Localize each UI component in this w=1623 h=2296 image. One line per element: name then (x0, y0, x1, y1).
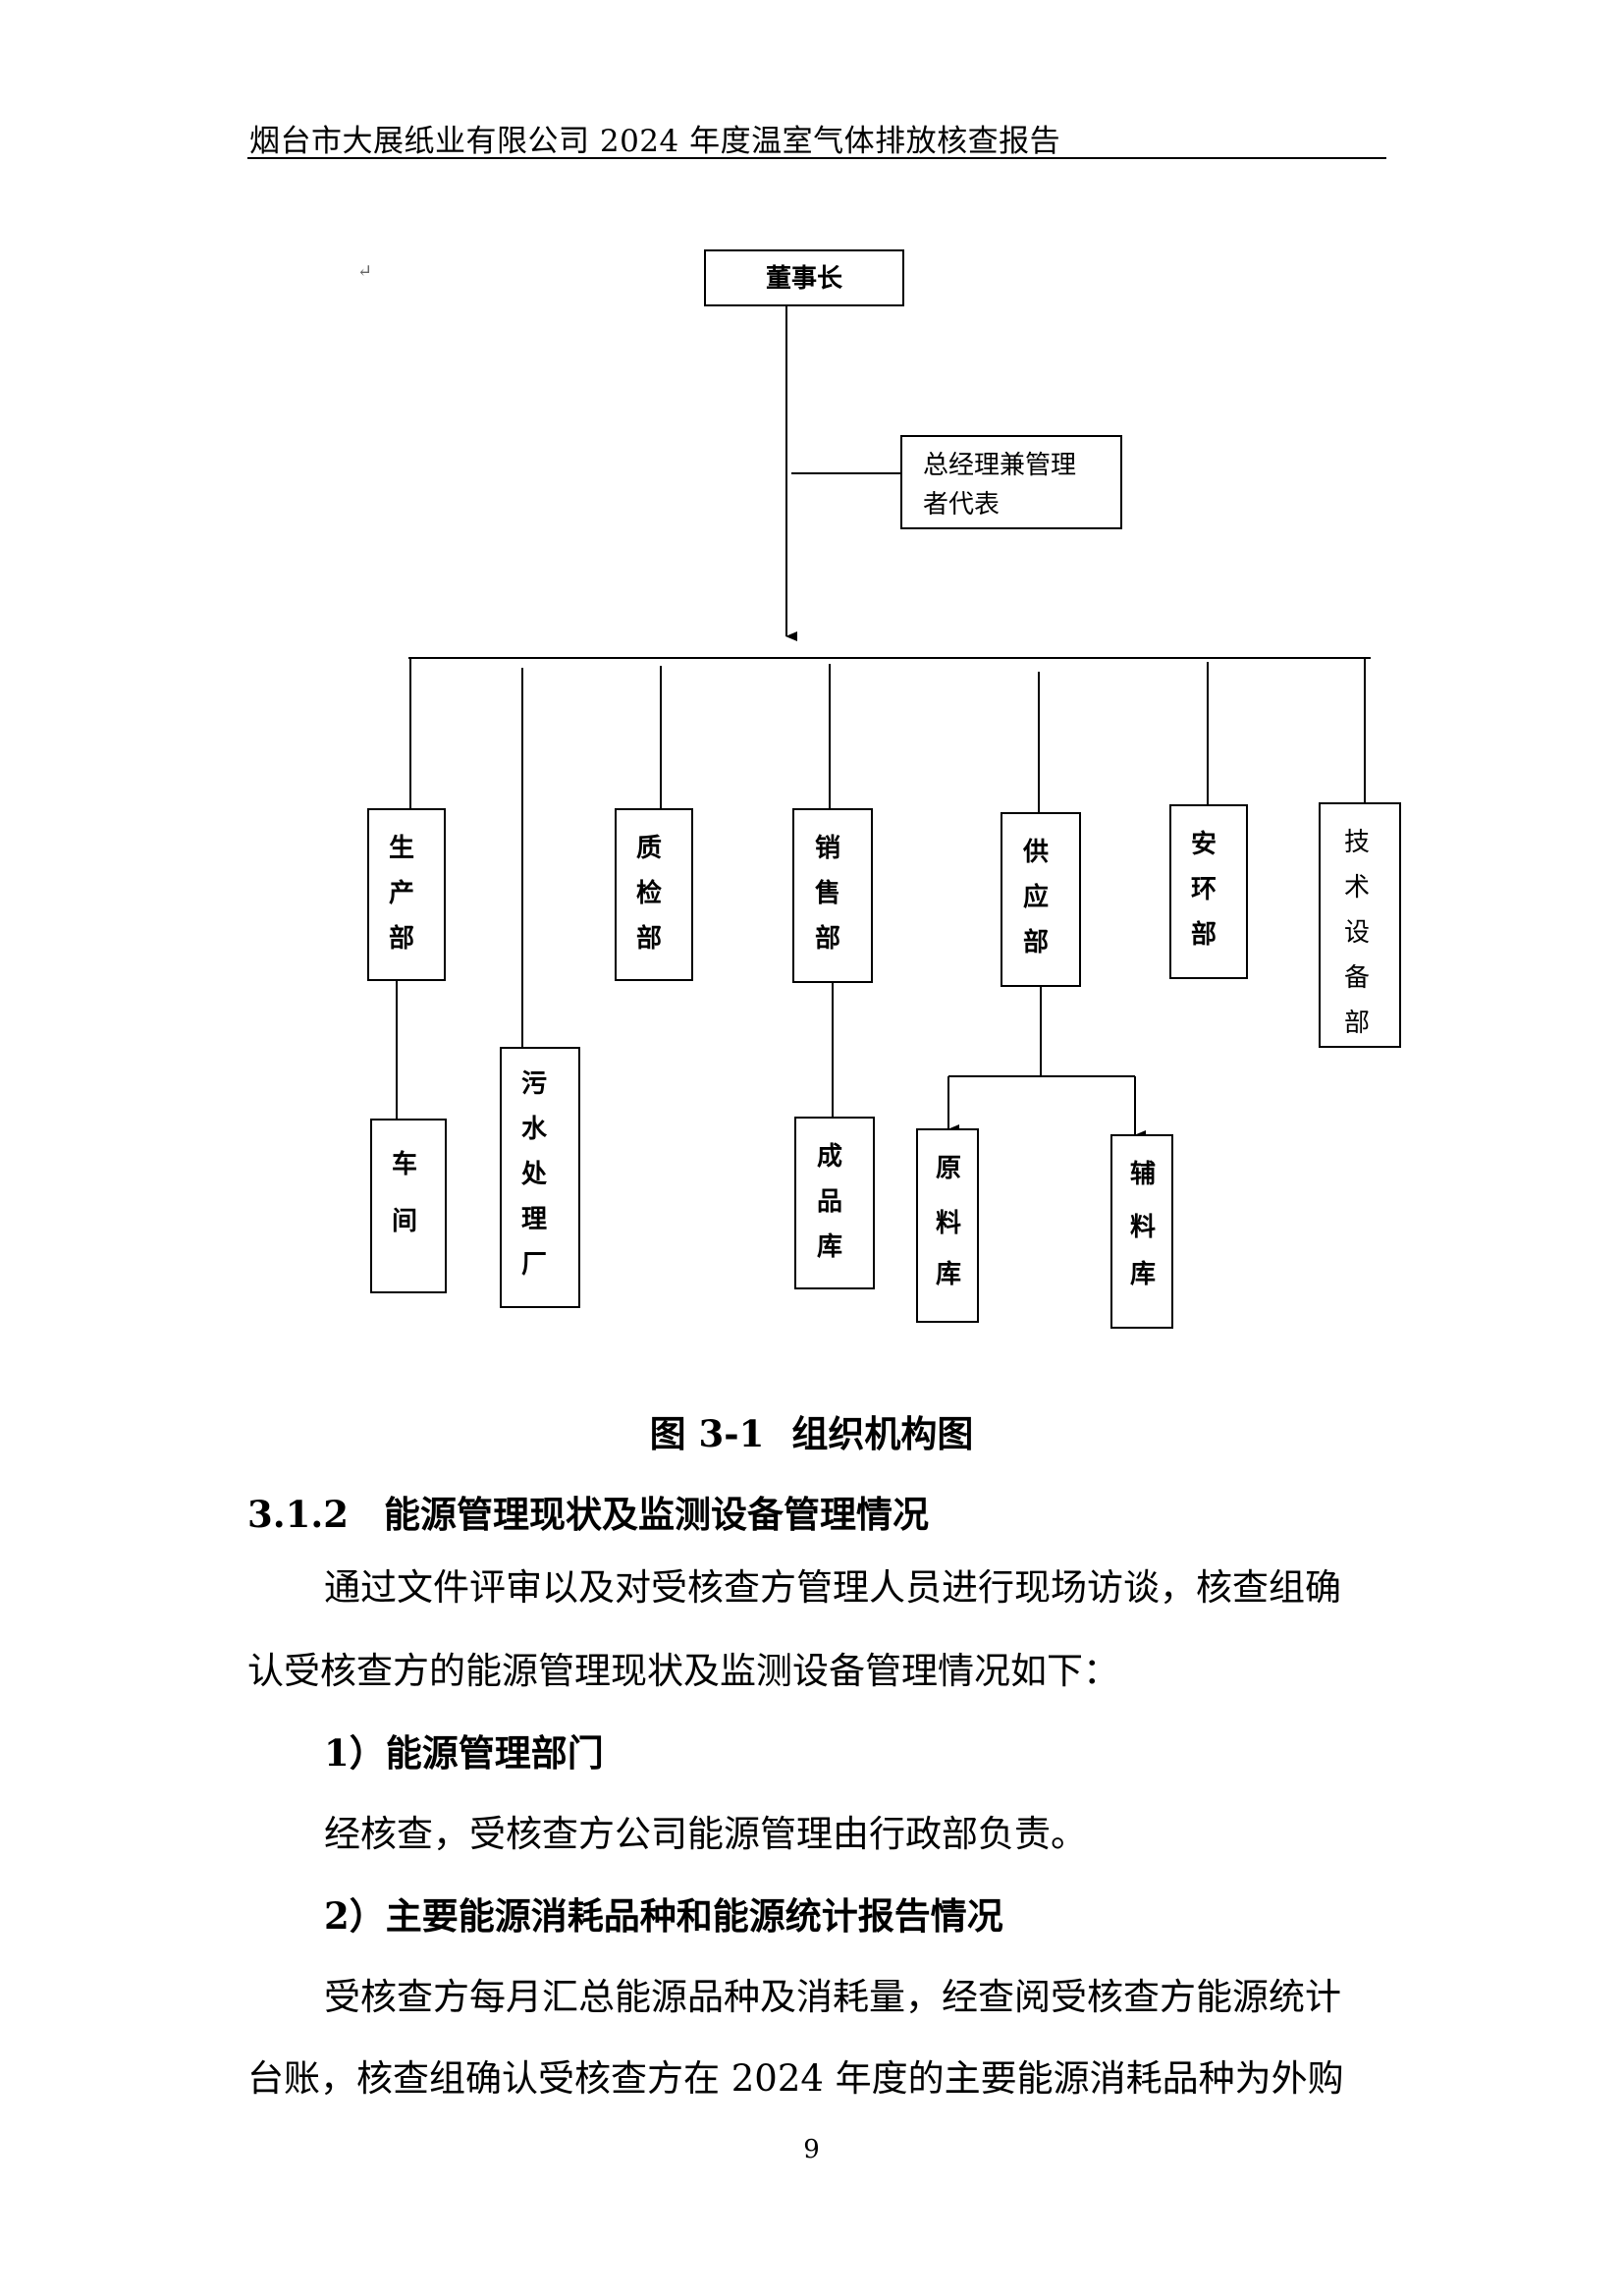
sewage-plant-box (500, 1047, 580, 1308)
finished-goods-box (794, 1117, 875, 1289)
general-manager-label-line1: 总经理兼管理 (923, 451, 1076, 480)
sales-dept-char-3: 部 (815, 924, 840, 954)
item2-heading: 2）主要能源消耗品种和能源统计报告情况 (324, 1894, 1003, 1938)
production-dept-box (367, 808, 446, 981)
raw-material-char-3: 库 (936, 1260, 961, 1289)
production-dept-char-1: 生 (389, 834, 414, 863)
section-heading: 3.1.2 能源管理现状及监测设备管理情况 (247, 1485, 929, 1538)
quality-dept-char-2: 检 (636, 878, 662, 908)
tech-equipment-dept-char-2: 术 (1344, 873, 1370, 902)
finished-goods-char-3: 库 (817, 1232, 842, 1262)
tech-equipment-dept-char-5: 部 (1344, 1009, 1370, 1038)
page-number: 9 (803, 2135, 820, 2164)
production-dept-char-2: 产 (389, 879, 414, 908)
sales-dept-char-2: 售 (815, 878, 840, 908)
auxiliary-material-box (1110, 1134, 1173, 1329)
quality-dept-char-3: 部 (636, 924, 662, 954)
tech-equipment-dept-char-4: 备 (1344, 963, 1370, 993)
section-title: 能源管理现状及监测设备管理情况 (384, 1493, 929, 1536)
general-manager-box (900, 435, 1122, 529)
safety-env-dept-char-2: 环 (1191, 875, 1217, 904)
intro-line-2: 认受核查方的能源管理现状及监测设备管理情况如下： (247, 1650, 1119, 1692)
org-chart: ↵ 董事长 总经理兼管理 者代表 生 产 部 质 检 部 销 售 部 供 应 部… (357, 249, 1401, 1329)
tech-equipment-dept-box (1319, 802, 1401, 1048)
auxiliary-material-char-2: 料 (1130, 1213, 1156, 1242)
safety-env-dept-char-3: 部 (1191, 920, 1217, 950)
raw-material-box (916, 1128, 979, 1323)
finished-goods-char-1: 成 (817, 1142, 842, 1172)
figure-title: 组织机构图 (791, 1412, 974, 1455)
supply-dept-char-2: 应 (1023, 882, 1049, 912)
item2-line-2: 台账，核查组确认受核查方在 2024 年度的主要能源消耗品种为外购 (247, 2057, 1344, 2100)
safety-env-dept-char-1: 安 (1191, 830, 1217, 859)
sewage-plant-char-4: 理 (521, 1205, 547, 1234)
sewage-plant-char-2: 水 (521, 1115, 548, 1144)
running-header: 烟台市大展纸业有限公司 2024 年度温室气体排放核查报告 (249, 124, 1061, 159)
header-rule (247, 157, 1386, 159)
sewage-plant-char-5: 厂 (521, 1250, 547, 1280)
item1-text: 经核查，受核查方公司能源管理由行政部负责。 (324, 1813, 1087, 1855)
chairman-label: 董事长 (766, 264, 843, 294)
item1-heading: 1）能源管理部门 (324, 1731, 604, 1775)
item2-line-1: 受核查方每月汇总能源品种及消耗量，经查阅受核查方能源统计 (324, 1976, 1341, 2018)
auxiliary-material-char-3: 库 (1130, 1260, 1156, 1289)
quality-dept-char-1: 质 (636, 834, 662, 863)
intro-line-1: 通过文件评审以及对受核查方管理人员进行现场访谈，核查组确 (324, 1566, 1341, 1609)
workshop-char-2: 间 (392, 1207, 417, 1236)
sales-dept-box (792, 808, 873, 983)
return-mark: ↵ (357, 261, 372, 282)
supply-dept-box (1001, 812, 1081, 987)
sewage-plant-char-1: 污 (521, 1069, 547, 1099)
sewage-plant-char-3: 处 (520, 1160, 547, 1189)
figure-number: 图 3-1 (649, 1412, 765, 1455)
auxiliary-material-char-1: 辅 (1130, 1160, 1156, 1189)
production-dept-char-3: 部 (389, 924, 414, 954)
chairman-box (704, 249, 904, 306)
tech-equipment-dept-char-1: 技 (1344, 828, 1370, 857)
section-number: 3.1.2 (247, 1493, 349, 1536)
quality-dept-box (615, 808, 693, 981)
workshop-box (370, 1119, 447, 1293)
raw-material-char-1: 原 (936, 1154, 961, 1183)
finished-goods-char-2: 品 (817, 1187, 842, 1217)
workshop-char-1: 车 (392, 1149, 417, 1179)
figure-caption: 图 3-1 组织机构图 (0, 1404, 1623, 1457)
raw-material-char-2: 料 (936, 1209, 961, 1238)
safety-env-dept-box (1169, 804, 1248, 979)
tech-equipment-dept-char-3: 设 (1344, 918, 1370, 948)
general-manager-label-line2: 者代表 (923, 490, 1000, 519)
supply-dept-char-1: 供 (1022, 838, 1049, 867)
supply-dept-char-3: 部 (1023, 928, 1049, 957)
sales-dept-char-1: 销 (815, 834, 840, 863)
